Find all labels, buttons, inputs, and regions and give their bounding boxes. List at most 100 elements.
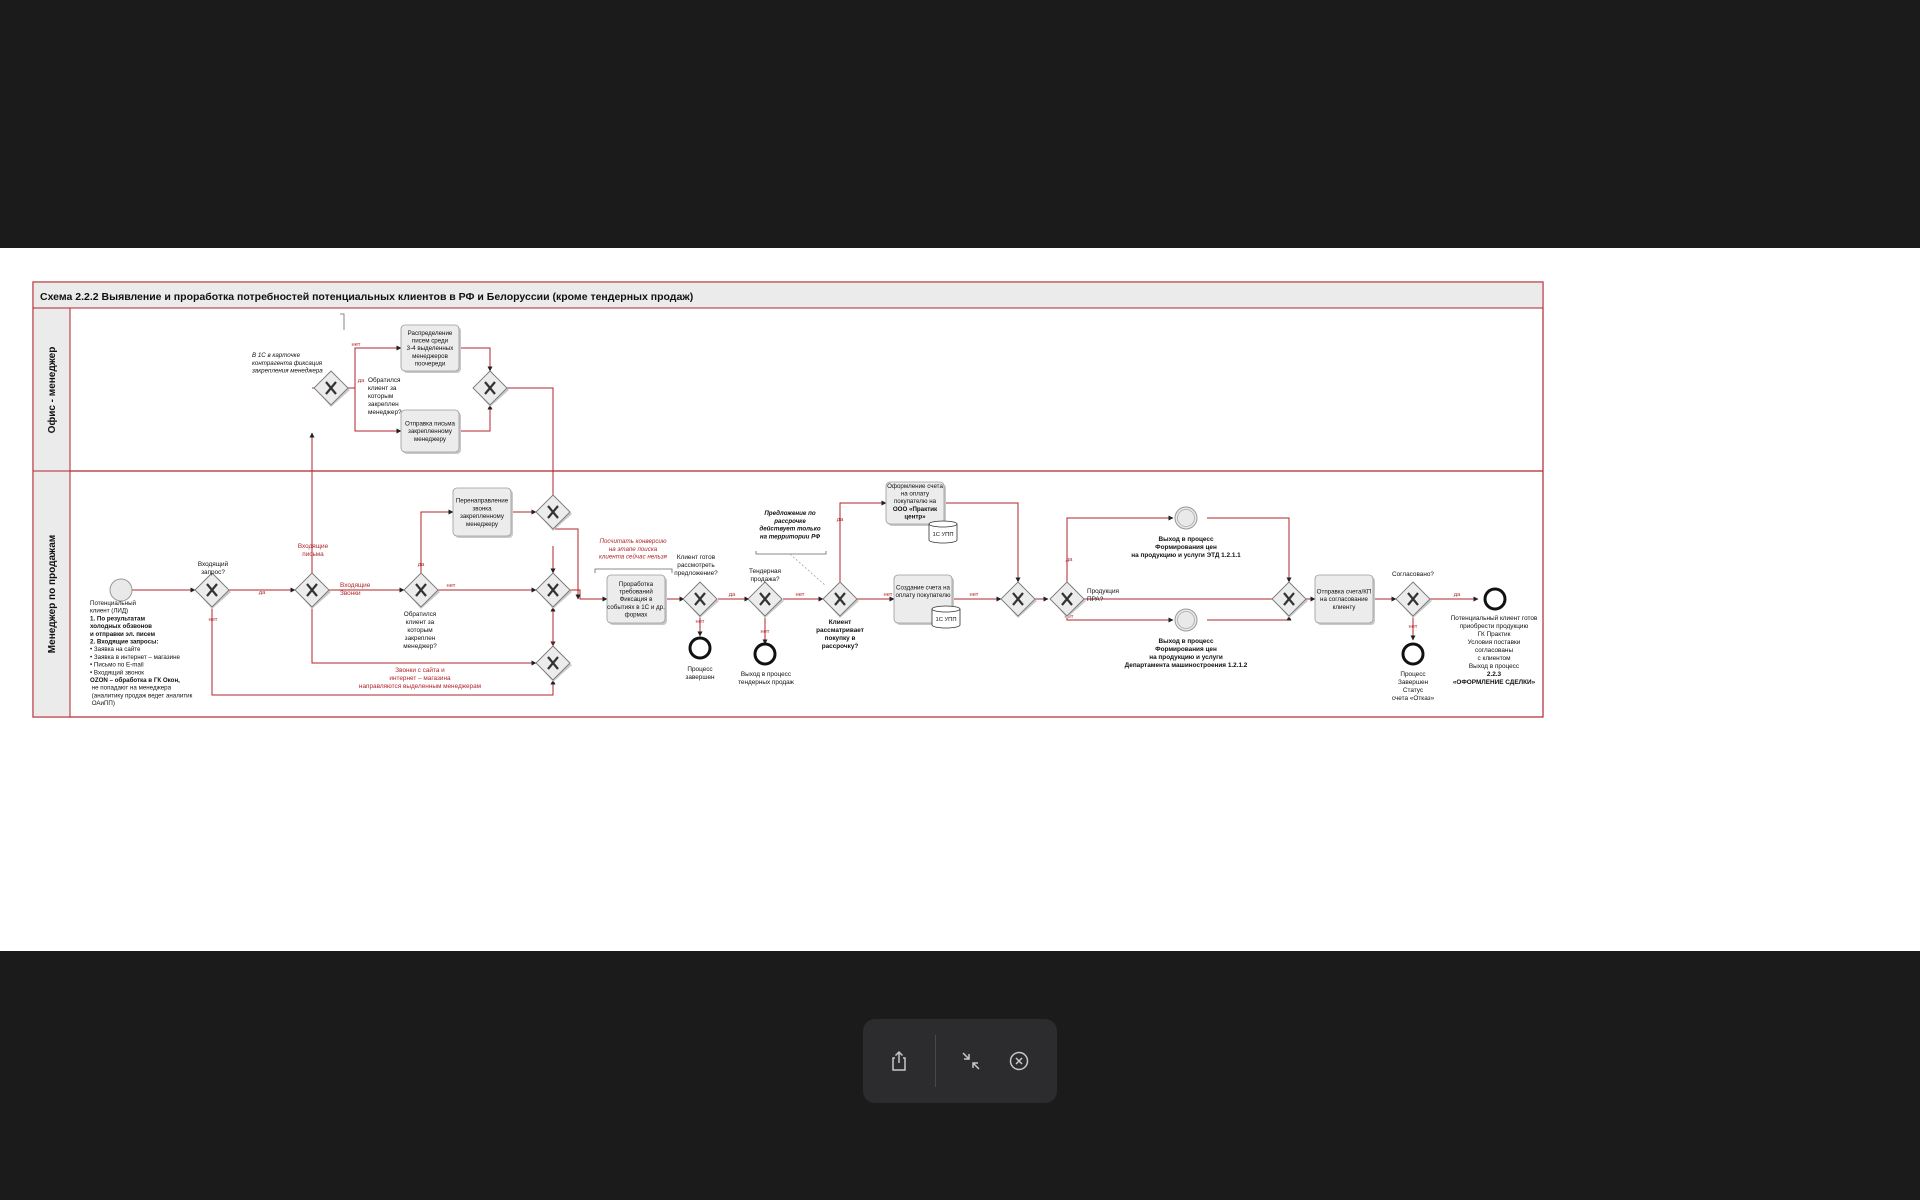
flow-label-no: нет (796, 592, 805, 598)
gateway-merge-redirect (535, 494, 572, 531)
sequence-flow (507, 387, 556, 513)
gateway-x-icon (547, 656, 559, 670)
gateway-office-assigned (313, 370, 350, 407)
gateway-installment (822, 581, 859, 618)
task-label-line: Распределение (408, 330, 453, 337)
label-end-success-line: Выход в процесс (1469, 663, 1520, 670)
task-label-line: Проработка (619, 581, 654, 588)
gateway-incoming-type (294, 572, 331, 609)
start-description-line: • Письмо по E-mail (90, 662, 144, 669)
task-box (1314, 574, 1374, 624)
sequence-flow (311, 607, 537, 666)
label-ready-question-line: Клиент готов (677, 554, 716, 561)
start-description-line: • Заявка в интернет – магазине (90, 654, 180, 661)
label-client-assigned-office-line: менеджер? (368, 409, 402, 416)
gateway-x-icon (694, 592, 706, 606)
flow-label-no: нет (209, 617, 218, 623)
task-label-line: ООО «Практик (893, 506, 938, 513)
gateway-x-icon (206, 583, 218, 597)
close-button[interactable] (1003, 1045, 1035, 1077)
gateway-client-assigned (403, 572, 440, 609)
task-label-line: оплату покупателю (896, 592, 951, 599)
label-end-tender-line: тендерных продаж (738, 679, 795, 686)
lane-header-office (32, 307, 71, 472)
note-installment-line: рассрочке (773, 518, 806, 525)
gateways (194, 370, 1432, 682)
gateway-x-icon (306, 583, 318, 597)
task-label-line: покупателю на (894, 498, 937, 505)
start-description-line: не попадают на менеджера (90, 685, 172, 692)
label-end-success-line: согласованы (1475, 647, 1514, 654)
note-installment-line: на территории РФ (760, 533, 820, 540)
label-client-assigned-sales-line: закреплен (405, 635, 436, 642)
label-site-calls-line: Звонки с сайта и (395, 666, 445, 674)
sequence-flow (420, 509, 454, 573)
collapse-icon (962, 1052, 980, 1070)
label-site-calls-line: интернет – магазина (389, 675, 451, 682)
gateway-x-icon (834, 592, 846, 606)
gateway-x-icon (1012, 592, 1024, 606)
gateway-merge-site (535, 645, 572, 682)
sequence-flow (348, 387, 402, 434)
gateway-x-icon (484, 381, 496, 395)
note-installment-line: действует только (759, 526, 820, 533)
label-end-refuse-line: Статус (1403, 687, 1424, 694)
flow-label-yes: да (358, 378, 365, 384)
task-label-line: закрепленному (408, 428, 453, 435)
annotation-bracket (340, 313, 345, 330)
diagram-frame (32, 281, 1544, 718)
diagram-header (32, 281, 1544, 309)
end-event-refuse (1401, 642, 1425, 666)
label-exit-dm-line: Формирования цен (1155, 646, 1217, 653)
start-description-line: клиент (ЛИД) (90, 608, 128, 615)
gateway-incoming-request (194, 572, 231, 609)
label-tender-question-line: продажа? (750, 576, 780, 583)
label-end-success-line: Потенциальный клиент готов (1451, 614, 1538, 622)
task-box (606, 574, 666, 624)
label-end-success-line: 2.2.3 (1487, 671, 1502, 678)
annotation-link (789, 553, 827, 587)
intermediate-event-circle (1174, 506, 1198, 530)
label-exit-dm-line: на продукцию и услуги (1149, 654, 1223, 661)
note-conversion-line: клиента сейчас нельзя (599, 554, 668, 561)
collapse-button[interactable] (955, 1045, 987, 1077)
database-label: 1С УПП (935, 617, 956, 623)
start-description-line: • Заявка на сайте (90, 646, 141, 653)
events (109, 506, 1507, 666)
gateway-x-icon (1061, 592, 1073, 606)
label-pra-question-line: ПРА? (1087, 596, 1104, 603)
start-description-line: 2. Входящие запросы: (90, 639, 158, 646)
task-label-line: менеджеру (414, 436, 447, 443)
task-label-line: закрепленному (460, 513, 505, 520)
share-button[interactable] (883, 1045, 915, 1077)
intermediate-event-inner (1177, 611, 1195, 629)
label-tender-question-line: Тендерная (749, 568, 782, 575)
lane-label-sales: Менеджер по продажам (47, 535, 58, 653)
intermediate-event-inner (1177, 509, 1195, 527)
label-end-success-line: ГК Практик (1478, 631, 1511, 638)
gateway-merge-main (535, 572, 572, 609)
end-event-circle (1483, 587, 1507, 611)
gateway-office-merge (472, 370, 509, 407)
label-client-assigned-sales-line: которым (407, 627, 432, 634)
label-agreed-question-line: Согласовано? (1392, 571, 1434, 578)
label-incoming-question-line: запрос? (201, 569, 225, 576)
sequence-flow (839, 500, 887, 582)
task-label-line: на оплату (901, 491, 930, 498)
database-body (928, 524, 958, 544)
label-end-success-line: Условия поставки (1468, 639, 1521, 646)
